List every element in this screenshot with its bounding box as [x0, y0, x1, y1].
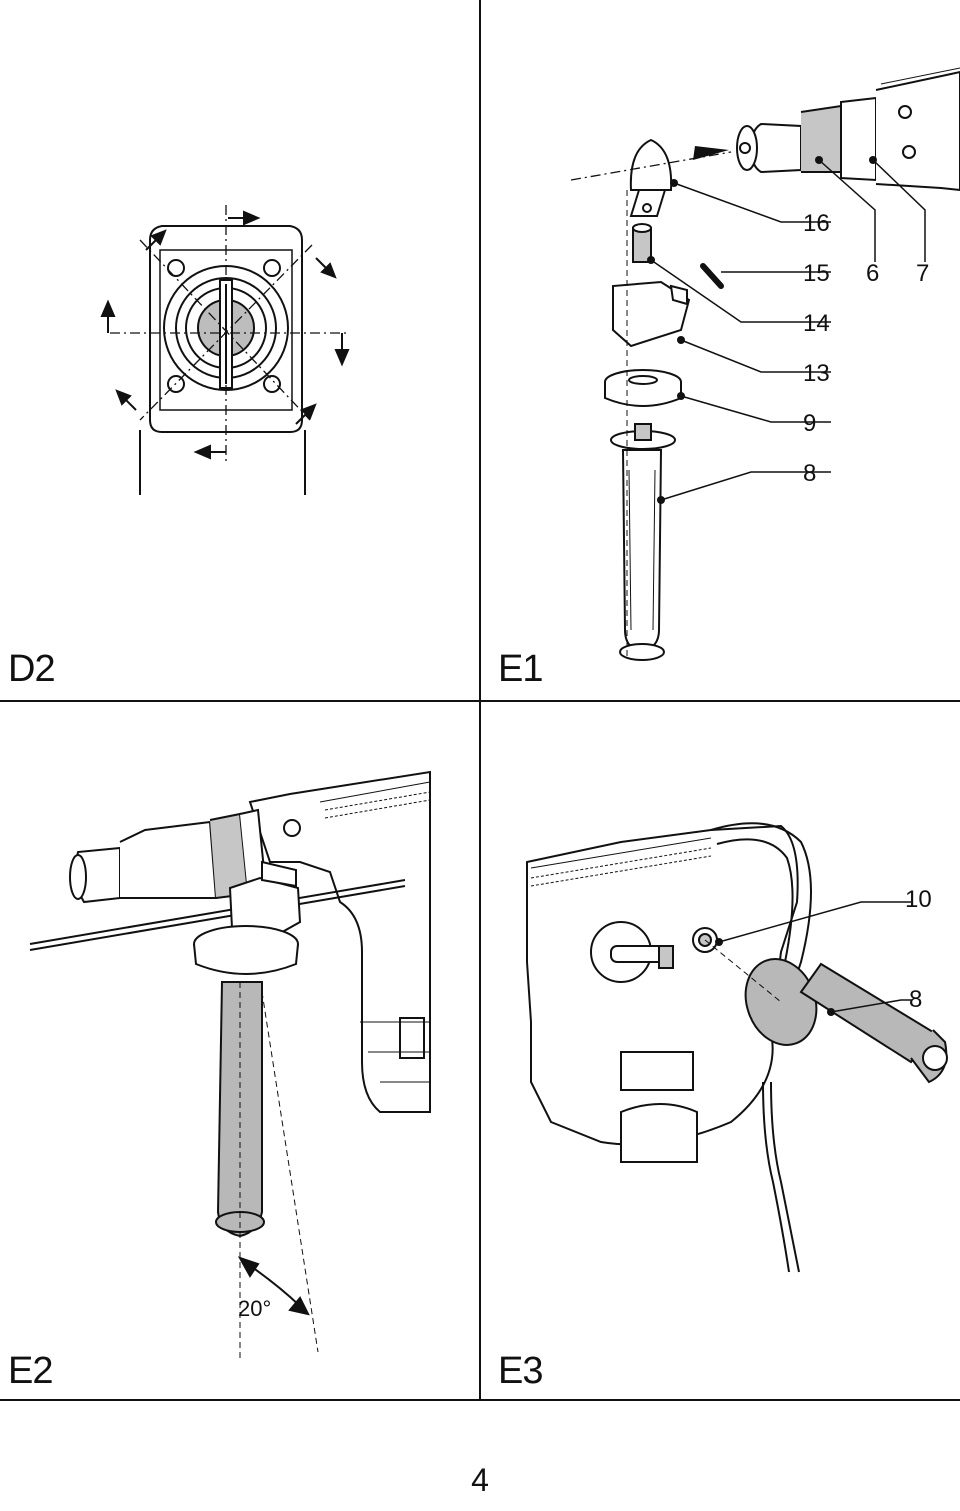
- figure-label-e1: E1: [498, 648, 543, 690]
- horizontal-divider-middle: [0, 700, 960, 702]
- callout-10: 10: [905, 886, 932, 913]
- arrow-icon: [100, 210, 350, 460]
- figure-label-d2: D2: [8, 648, 56, 690]
- callout-7: 7: [916, 260, 930, 287]
- arrow-icon: [237, 1256, 310, 1316]
- page-number: 4: [471, 1462, 489, 1498]
- callout-8: 8: [803, 460, 817, 487]
- figure-e1: 16 15 14 13 9 8 6 7 E1: [481, 0, 960, 700]
- e1-diagram: [570, 67, 960, 661]
- callout-14: 14: [803, 310, 830, 337]
- callout-15: 15: [803, 260, 830, 287]
- arrow-icon: [693, 146, 729, 160]
- callout-13: 13: [803, 360, 830, 387]
- figure-label-e2: E2: [8, 1350, 53, 1392]
- d2-diagram: [100, 205, 350, 495]
- callout-9: 9: [803, 410, 817, 437]
- callout-16: 16: [803, 210, 830, 237]
- angle-label: 20°: [238, 1296, 272, 1321]
- horizontal-divider-bottom: [0, 1399, 960, 1401]
- figure-e3: 10 8 E3: [481, 702, 960, 1399]
- figure-e2: 20° E2: [0, 702, 479, 1399]
- figure-label-e3: E3: [498, 1350, 543, 1392]
- callout-6: 6: [866, 260, 880, 287]
- figure-d2: D2: [0, 0, 479, 700]
- callout-8-e3: 8: [909, 986, 923, 1013]
- e2-diagram: [29, 770, 431, 1362]
- e3-diagram: [526, 822, 948, 1273]
